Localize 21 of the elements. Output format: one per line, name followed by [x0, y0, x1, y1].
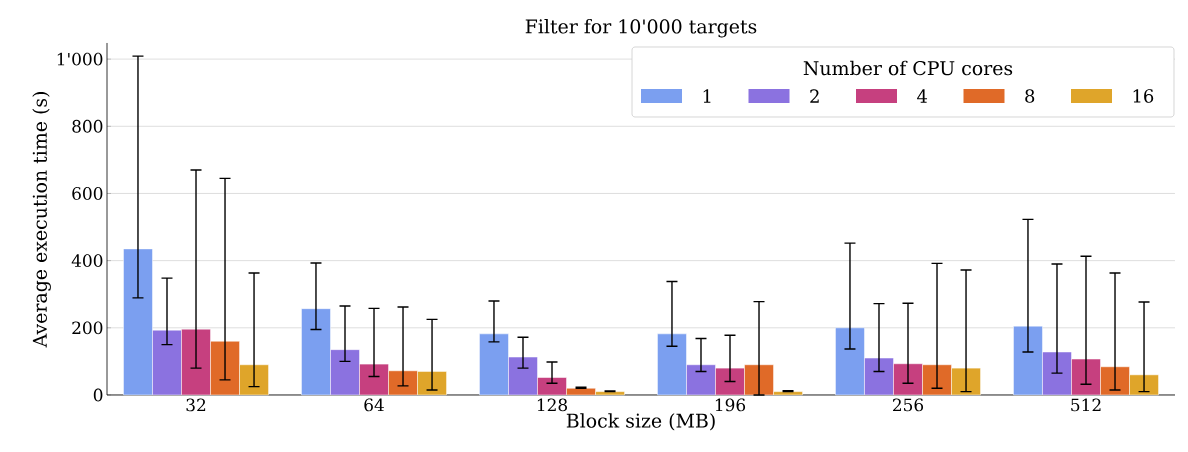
tick-label: 64	[364, 398, 384, 412]
tick-label: 600	[72, 187, 103, 200]
tick-label: 0	[93, 388, 103, 402]
legend-title: Number of CPU cores	[803, 60, 1013, 76]
axis-title: Average execution time (s)	[32, 92, 51, 348]
legend-label: 8	[1025, 89, 1035, 103]
legend-label: 1	[703, 89, 711, 103]
tick-label: 256	[893, 398, 924, 412]
axis-title: Block size (MB)	[566, 413, 715, 431]
tick-label: 800	[72, 119, 103, 133]
chart-title: Filter for 10'000 targets	[525, 18, 757, 38]
legend-label: 4	[917, 89, 928, 103]
legend-label: 2	[810, 89, 819, 103]
tick-label: 200	[72, 321, 103, 335]
tick-label: 196	[715, 398, 746, 412]
tick-label: 32	[186, 398, 206, 412]
tick-label: 400	[71, 254, 103, 268]
tick-label: 128	[537, 398, 568, 412]
tick-label: 1'000	[57, 52, 103, 66]
tick-label: 512	[1071, 398, 1101, 412]
legend-label: 16	[1133, 89, 1154, 103]
